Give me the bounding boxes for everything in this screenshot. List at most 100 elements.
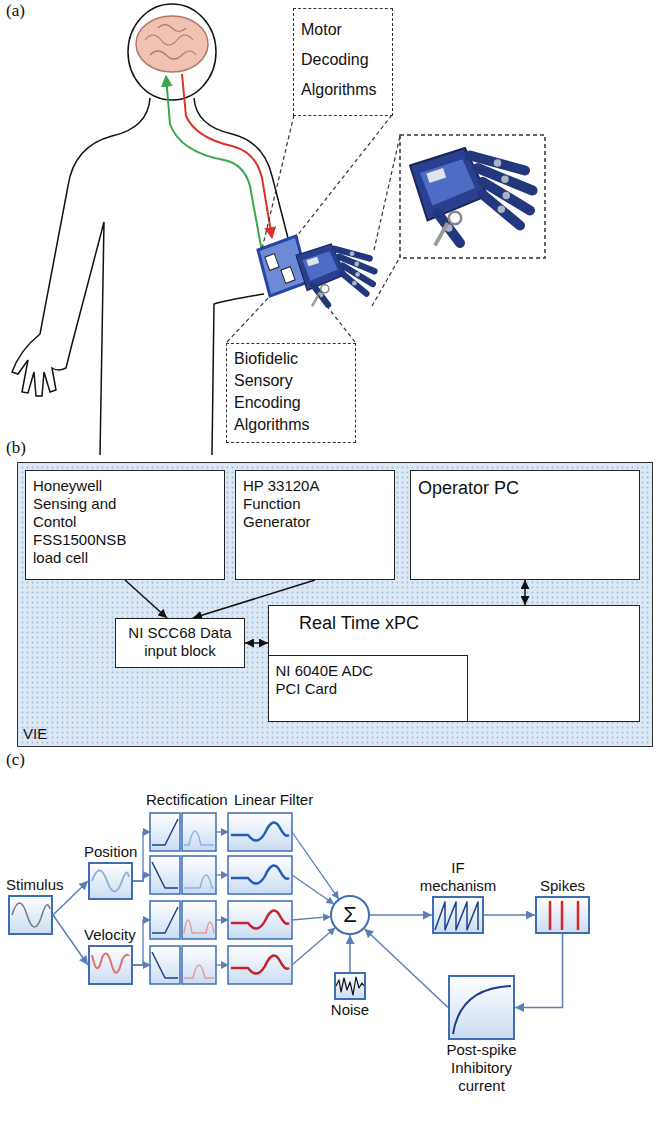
leader-line — [374, 136, 400, 250]
body-outline — [12, 98, 150, 455]
linear-filter-box — [228, 813, 292, 851]
rectifier-box — [150, 901, 180, 939]
signal-thumbnail: Stimulus — [8, 895, 53, 935]
spike — [561, 901, 564, 930]
filter-kernel — [231, 911, 289, 929]
computer-box: Real Time xPC NI 6040E ADC PCI Card — [268, 605, 640, 722]
rectified-signal-box — [182, 856, 216, 894]
signal-arrow — [133, 964, 150, 965]
afferent-pathway — [166, 76, 262, 252]
prosthetic-hand — [296, 244, 374, 306]
rectifier-curve — [152, 862, 178, 888]
node-text: Velocity — [84, 926, 136, 944]
linear-filter-box — [228, 901, 292, 939]
rectifier-box — [150, 813, 180, 851]
panel-label: (b) — [6, 438, 26, 458]
signal-arrow — [292, 917, 330, 920]
thumbnail-ground — [88, 945, 133, 985]
algorithm-box: Biofidelic Sensory Encoding Algorithms — [226, 343, 356, 443]
connector-arrow — [365, 929, 448, 1008]
signal-arrow — [216, 831, 228, 832]
node-text: IF mechanism — [418, 859, 498, 895]
connector-arrow — [125, 580, 167, 618]
signal-arrow — [216, 964, 228, 965]
node-text: Post-spike Inhibitory current — [442, 1041, 522, 1095]
linear-filter-box — [228, 856, 292, 894]
thumbnail-ground — [88, 862, 133, 900]
signal-arrow — [292, 928, 335, 965]
node-text: HP 33120A Function Generator — [243, 477, 333, 531]
node-text: NI SCC68 Data input block — [120, 624, 240, 660]
signal-arrow — [216, 919, 228, 920]
linear-filter-box — [228, 946, 292, 984]
connector-arrow — [53, 915, 88, 965]
interface-box: NI SCC68 Data input block — [115, 618, 245, 668]
node-text: Operator PC — [418, 477, 632, 499]
node-text: Honeywell Sensing and Contol FSS1500NSB … — [33, 477, 133, 567]
computer-box: Operator PC — [410, 470, 640, 580]
leader-line — [308, 282, 355, 342]
stimulus-waveform — [12, 903, 50, 927]
node-text: VIE — [23, 725, 47, 743]
filter-kernel — [231, 866, 289, 884]
brain — [136, 16, 208, 72]
signal-thumbnail: Velocity — [88, 945, 133, 985]
position-waveform — [92, 871, 129, 892]
leader-line — [227, 296, 270, 342]
spike — [549, 901, 552, 930]
panel-label: (c) — [6, 750, 25, 770]
rectifier-curve — [152, 907, 178, 933]
rectifier-box — [150, 946, 180, 984]
connector-arrow — [484, 914, 535, 916]
noise-waveform — [336, 977, 364, 995]
integrate-fire-sawtooth — [435, 902, 478, 930]
node-text: Noise — [331, 1001, 369, 1019]
efferent-pathway — [182, 74, 272, 238]
thumbnail-ground — [432, 896, 484, 934]
leader-line — [372, 257, 400, 306]
connector-arrow — [349, 935, 351, 972]
noise-thumbnail: Noise — [334, 972, 366, 1000]
rectified-waveform — [184, 965, 214, 978]
node-text: Biofidelic Sensory Encoding Algorithms — [234, 348, 326, 436]
rectified-signal-box — [182, 901, 216, 939]
connector-arrow — [524, 580, 526, 605]
node-text: Spikes — [540, 877, 585, 895]
filter-kernel — [231, 823, 289, 841]
head-outline — [128, 4, 216, 100]
connector-arrow — [245, 642, 268, 644]
leader-line — [296, 115, 392, 237]
rectified-waveform — [184, 831, 214, 845]
rectified-waveform — [184, 875, 214, 888]
thumbnail-ground — [8, 895, 53, 935]
rectifier-box — [150, 856, 180, 894]
card-box: NI 6040E ADC PCI Card — [268, 655, 468, 722]
spike — [577, 901, 580, 930]
brain-gyri — [145, 25, 196, 60]
rectifier-curve — [152, 819, 178, 845]
node-text: Σ — [343, 903, 357, 927]
zoom-box — [400, 135, 545, 258]
vie-panel: VIE Honeywell Sensing and Contol FSS1500N… — [17, 462, 653, 747]
connector-arrow — [515, 934, 563, 1008]
thumbnail-ground — [334, 972, 366, 1000]
node-text: Stimulus — [6, 876, 64, 894]
filter-kernel — [231, 956, 289, 974]
interface-module — [281, 267, 295, 284]
rectifier-curve — [152, 952, 178, 978]
current-thumbnail: Post-spike Inhibitory current — [448, 975, 515, 1040]
if-thumbnail: IF mechanism — [432, 896, 484, 934]
rectified-waveform — [184, 920, 214, 933]
velocity-waveform — [92, 954, 129, 973]
panel-label: (a) — [6, 1, 25, 21]
interface-module — [265, 254, 279, 271]
signal-arrow — [216, 874, 228, 875]
spike-thumbnail: Spikes — [535, 896, 590, 934]
signal-arrow — [133, 875, 150, 881]
rectified-signal-box — [182, 813, 216, 851]
connector-arrow — [370, 914, 432, 916]
inhibitory-current-curve — [453, 986, 511, 1034]
node-text: Real Time xPC — [299, 612, 632, 634]
signal-arrow — [292, 832, 339, 899]
